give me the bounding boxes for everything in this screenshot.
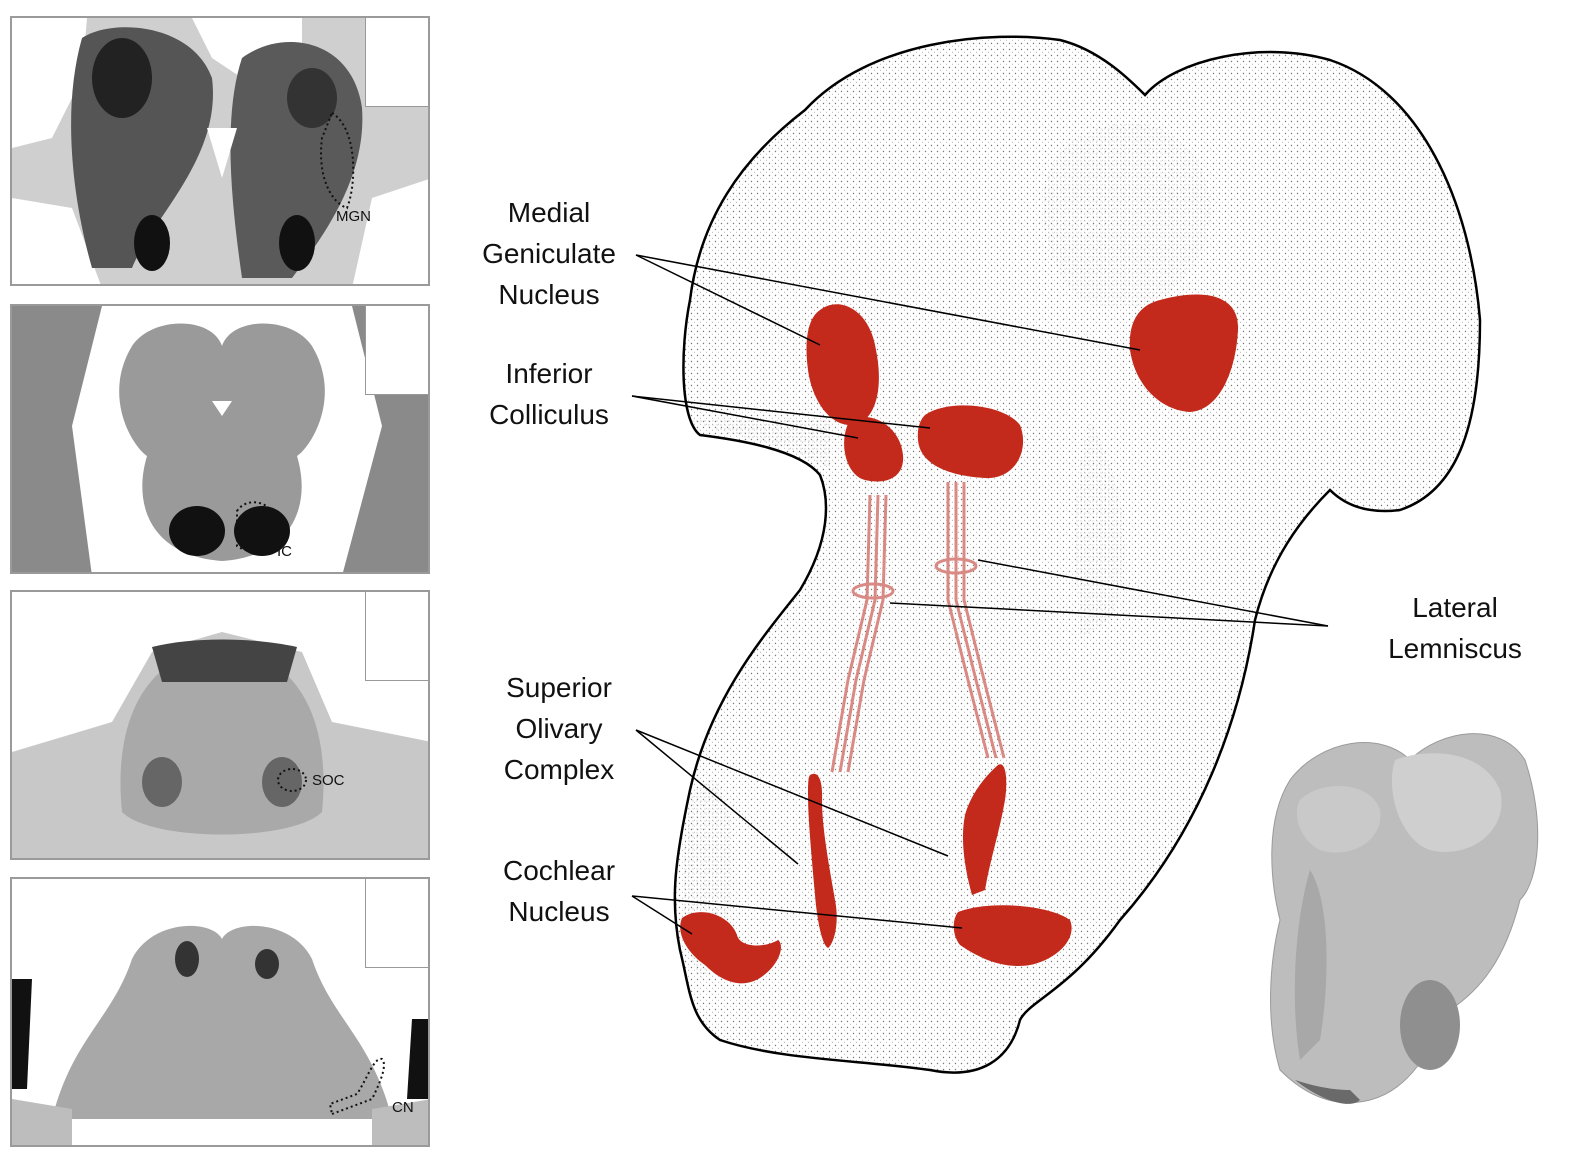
ic-section-image [12,306,428,572]
leader-cn-right [631,895,963,929]
section-panel-soc: SOC [10,590,430,860]
superior-olivary-left [808,773,837,948]
lateral-lemniscus-right [934,482,1006,759]
leader-soc-left [635,729,799,865]
medial-geniculate-left [806,304,879,426]
inferior-colliculus-right [917,405,1024,479]
atlas-inset [365,879,428,968]
cochlear-nucleus-left [680,912,781,984]
label-inferior-colliculus: Inferior Colliculus [489,358,609,430]
leader-mgn-right [635,254,1141,351]
atlas-inset [365,592,428,681]
brainstem-3d-render [1270,733,1539,1104]
mgn-tag: MGN [336,208,371,225]
label-lateral-lemniscus: Lateral Lemniscus [1388,592,1522,664]
label-cochlear-nucleus: Cochlear Nucleus [502,855,616,927]
atlas-inset [365,306,428,395]
atlas-inset [365,18,428,107]
leader-ll-left [889,602,1329,627]
inferior-colliculus-left [844,416,904,482]
label-medial-geniculate: Medial Geniculate Nucleus [482,197,616,310]
section-panel-ic: IC [10,304,430,574]
lateral-lemniscus-left [830,494,895,773]
soc-section-image [12,592,428,858]
leader-mgn-left [635,254,821,346]
section-panel-mgn: MGN [10,16,430,286]
leader-ll-right [977,559,1329,627]
leader-cn-left [631,895,693,935]
leader-lines [631,254,1329,935]
superior-olivary-right [962,764,1007,895]
leader-soc-right [635,729,949,857]
mgn-section-image [12,18,428,284]
ic-tag: IC [277,543,292,560]
medial-geniculate-right [1129,294,1239,412]
cn-section-image [12,879,428,1145]
section-panel-cn: CN [10,877,430,1147]
cochlear-nucleus-right [953,905,1072,966]
cn-tag: CN [392,1099,414,1116]
soc-tag: SOC [312,772,345,789]
leader-ic-right [631,395,931,429]
leader-ic-left [631,395,859,439]
label-superior-olivary: Superior Olivary Complex [503,672,615,785]
